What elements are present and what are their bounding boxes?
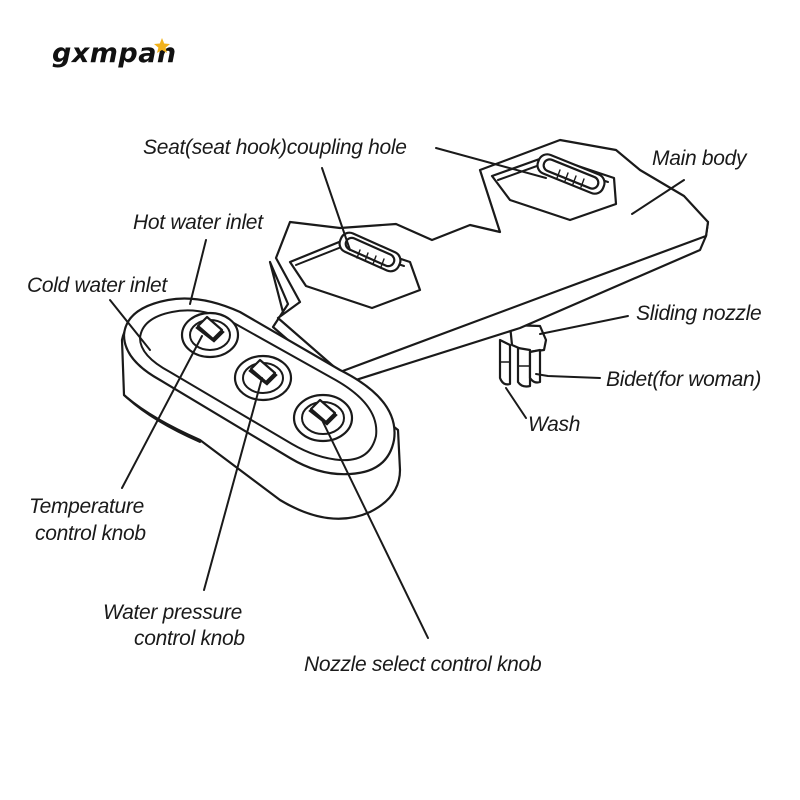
leader-sliding-nozzle [539,315,629,335]
coupling-hole-left [288,231,422,310]
leader-pressure [203,377,263,591]
callout-labels: Seat(seat hook)coupling hole Main body H… [27,136,762,676]
nozzle-select-knob [292,393,354,443]
label-cold-water-inlet: Cold water inlet [27,274,168,297]
label-nozzle-select-control-knob: Nozzle select control knob [304,653,542,676]
leader-seat-hook-left [321,167,351,251]
leader-temperature [121,335,203,489]
label-sliding-nozzle: Sliding nozzle [636,302,761,325]
label-main-body: Main body [652,147,748,170]
nozzle-assembly [498,323,548,388]
temperature-knob [180,311,240,359]
label-pressure-line1: Water pressure [103,601,242,624]
label-bidet: Bidet(for woman) [606,368,761,391]
leader-hot-water [189,239,207,305]
label-temperature-line1: Temperature [29,495,144,518]
leader-bidet [535,373,601,379]
label-seat-hook-coupling-hole: Seat(seat hook)coupling hole [143,136,407,159]
leader-nozzle-select [321,419,429,639]
leader-cold-water [109,299,151,351]
label-pressure-line2: control knob [134,627,245,650]
label-wash: Wash [528,413,580,436]
logo-star-icon [154,38,170,53]
label-temperature-line2: control knob [35,522,146,545]
brand-logo-text: gxmpan [52,38,177,69]
leader-seat-hook-right [435,147,547,179]
leader-wash [505,387,527,419]
leader-lines [109,147,685,639]
device-illustration [120,138,710,520]
brand-logo: gxmpan [52,38,177,69]
leader-main-body [631,179,685,215]
label-hot-water-inlet: Hot water inlet [133,211,264,234]
